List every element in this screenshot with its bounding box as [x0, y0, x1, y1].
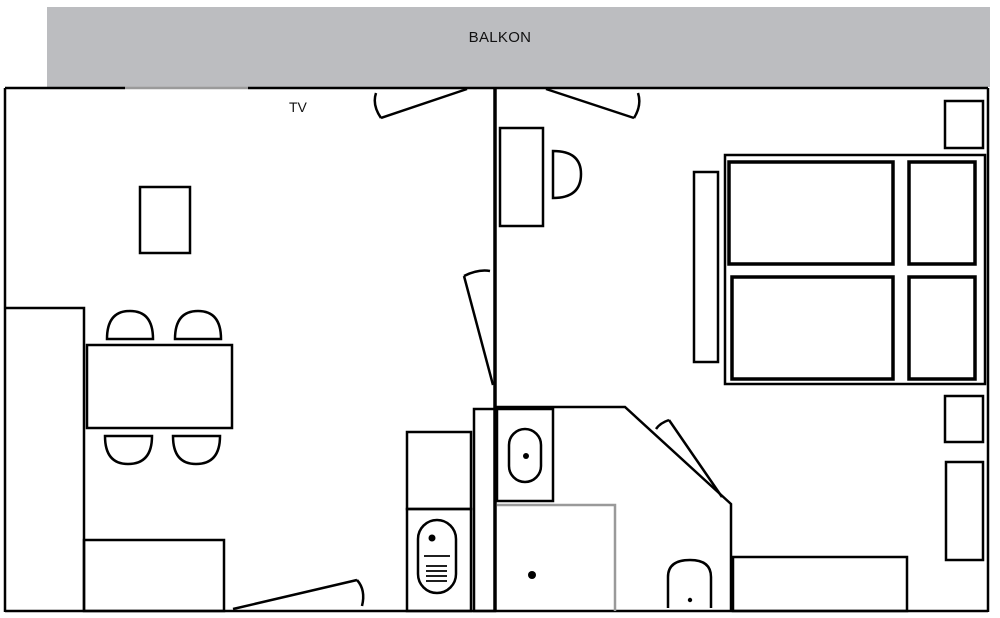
wardrobe — [944, 460, 985, 562]
chair — [173, 309, 223, 341]
entrance-door — [232, 578, 365, 611]
bed-frame — [723, 153, 987, 386]
kitchen-sink-unit — [405, 507, 473, 613]
washbasin-drain — [523, 453, 529, 459]
pillow — [907, 160, 977, 266]
sideboard — [82, 538, 226, 613]
nightstand-bottom — [943, 394, 985, 444]
mattress — [727, 160, 895, 266]
kitchen-sink — [416, 518, 458, 595]
bedroom-door — [462, 269, 495, 386]
shower-drain — [528, 571, 536, 579]
sink-drainboard — [424, 555, 450, 582]
chair — [105, 309, 155, 341]
balcony-area — [47, 7, 990, 87]
washbasin-unit — [495, 407, 555, 503]
desk-chair — [551, 149, 583, 200]
chair — [103, 434, 154, 466]
bathroom-door — [654, 418, 724, 498]
toilet — [666, 558, 713, 608]
bench — [692, 170, 720, 364]
balcony-door-right — [545, 87, 641, 120]
kitchen-cabinet-upper — [405, 430, 473, 511]
pillow — [907, 275, 977, 381]
tv-label: TV — [289, 99, 307, 115]
shower-partition — [497, 503, 617, 611]
coffee-table — [138, 185, 192, 255]
dresser — [731, 555, 909, 613]
sink-drain — [428, 534, 436, 542]
fridge-column — [472, 407, 497, 613]
desk — [498, 126, 545, 228]
wall-cabinet — [5, 306, 86, 611]
chair — [171, 434, 222, 466]
toilet-drain — [687, 597, 693, 603]
bathroom-wall — [495, 405, 733, 611]
dining-table — [85, 343, 234, 430]
balcony-label: BALKON — [468, 29, 532, 46]
mattress — [730, 275, 895, 381]
washbasin — [507, 427, 543, 484]
nightstand-top — [943, 99, 985, 150]
balcony-door-left — [373, 87, 468, 120]
